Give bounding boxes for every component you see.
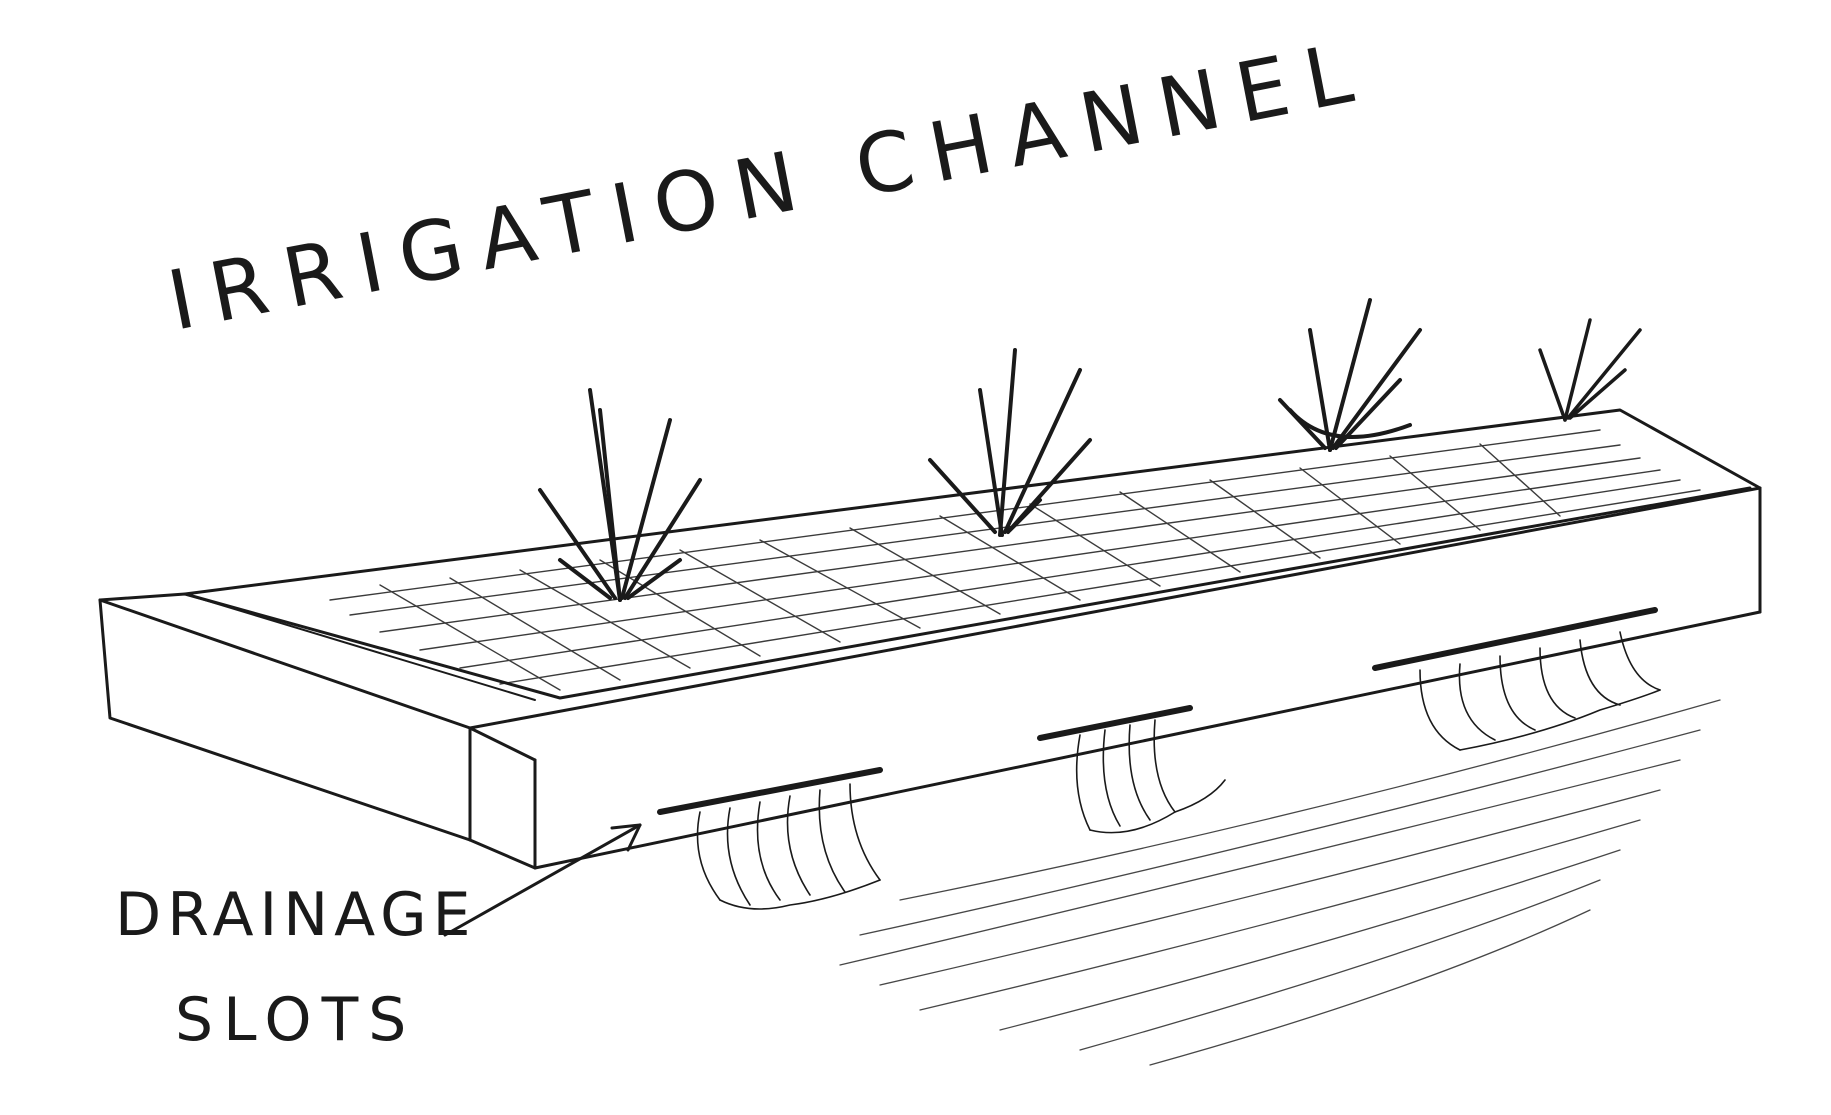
plant-icon <box>1538 318 1642 422</box>
title-label: IRRIGATION CHANNEL <box>161 23 1378 349</box>
channel-grating <box>329 429 1701 691</box>
plant-icon <box>538 388 702 602</box>
drainage-slot <box>1037 705 1226 834</box>
drainage-label-line1: DRAINAGE <box>115 880 476 950</box>
drainage-label-line2: SLOTS <box>175 985 416 1055</box>
plant-icon <box>928 348 1092 537</box>
drainage-slot <box>1372 607 1661 751</box>
channel-body <box>98 408 1762 870</box>
drainage-slot <box>657 767 883 910</box>
plant-icon <box>1278 298 1422 452</box>
ground-scribble <box>839 699 1721 1066</box>
drainage-arrow <box>443 823 642 937</box>
